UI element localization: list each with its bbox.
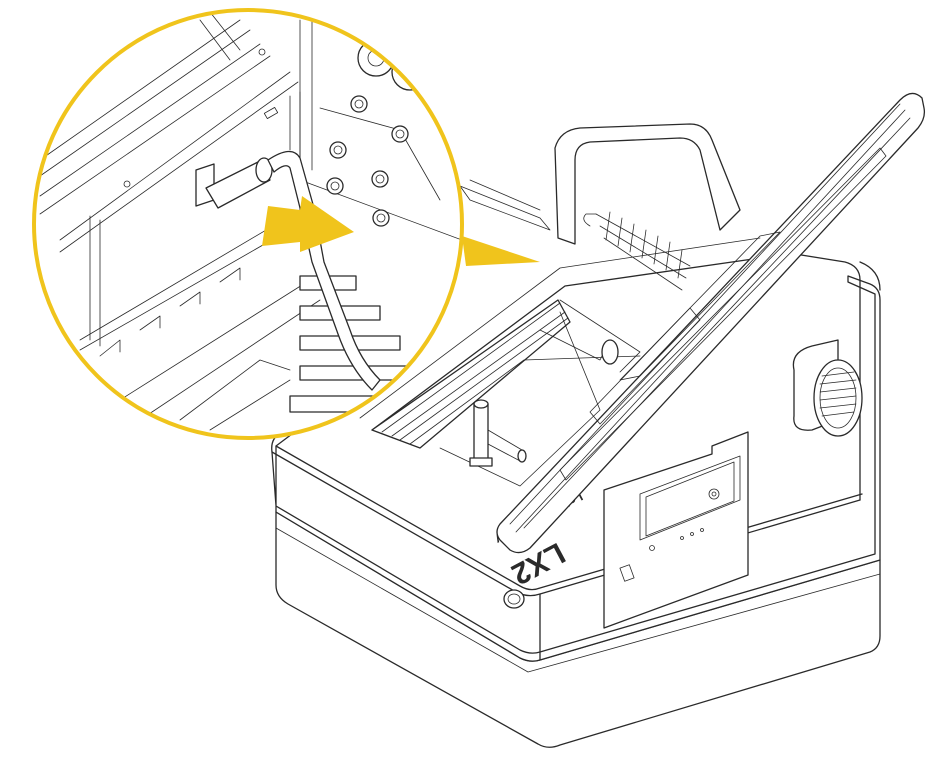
rotary-attachment xyxy=(469,399,527,467)
cable-drag-chain xyxy=(583,211,691,291)
exhaust-port xyxy=(792,339,863,437)
mounting-bolt xyxy=(326,177,344,195)
callout-circle-outline xyxy=(32,8,464,440)
machine-base xyxy=(275,511,881,748)
insert-arrow-icon xyxy=(262,196,354,252)
lid-open xyxy=(496,92,926,554)
mounting-bolt xyxy=(329,141,347,159)
mounting-bolt xyxy=(391,125,409,143)
power-button xyxy=(503,589,525,609)
lid-hinge xyxy=(601,339,619,365)
io-panel xyxy=(603,431,749,629)
mounting-bolt xyxy=(372,209,390,227)
machine-interior xyxy=(359,179,761,487)
callout-pointer xyxy=(462,236,540,266)
gantry-rail-left xyxy=(371,299,571,449)
mounting-bolt xyxy=(371,170,389,188)
lid-panel xyxy=(496,92,926,554)
callout-zoom-detail xyxy=(34,10,462,438)
mounting-bolt xyxy=(350,95,368,113)
air-hose xyxy=(267,150,381,391)
air-assist-connector xyxy=(195,157,273,209)
